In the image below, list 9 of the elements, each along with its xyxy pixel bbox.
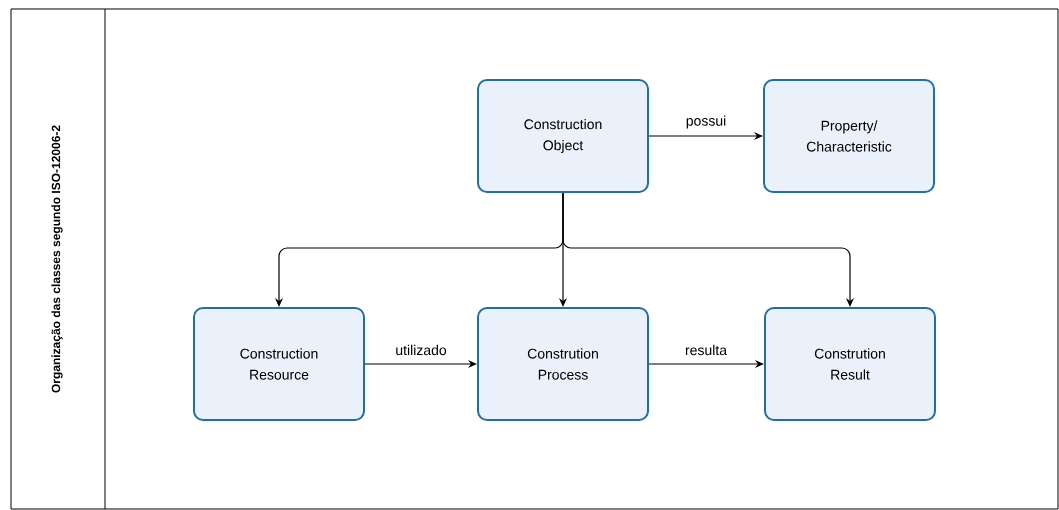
arrow xyxy=(562,192,855,307)
process-box: Constrution Process xyxy=(477,307,649,421)
edge-label: utilizado xyxy=(394,343,448,357)
process-box: Construction Object xyxy=(477,79,649,193)
process-box: Property/ Characteristic xyxy=(763,79,935,193)
process-box: Constrution Result xyxy=(764,307,936,421)
edge-label: resulta xyxy=(684,343,728,357)
process-box: Construction Resource xyxy=(193,307,365,421)
edge-label: possui xyxy=(684,114,728,130)
